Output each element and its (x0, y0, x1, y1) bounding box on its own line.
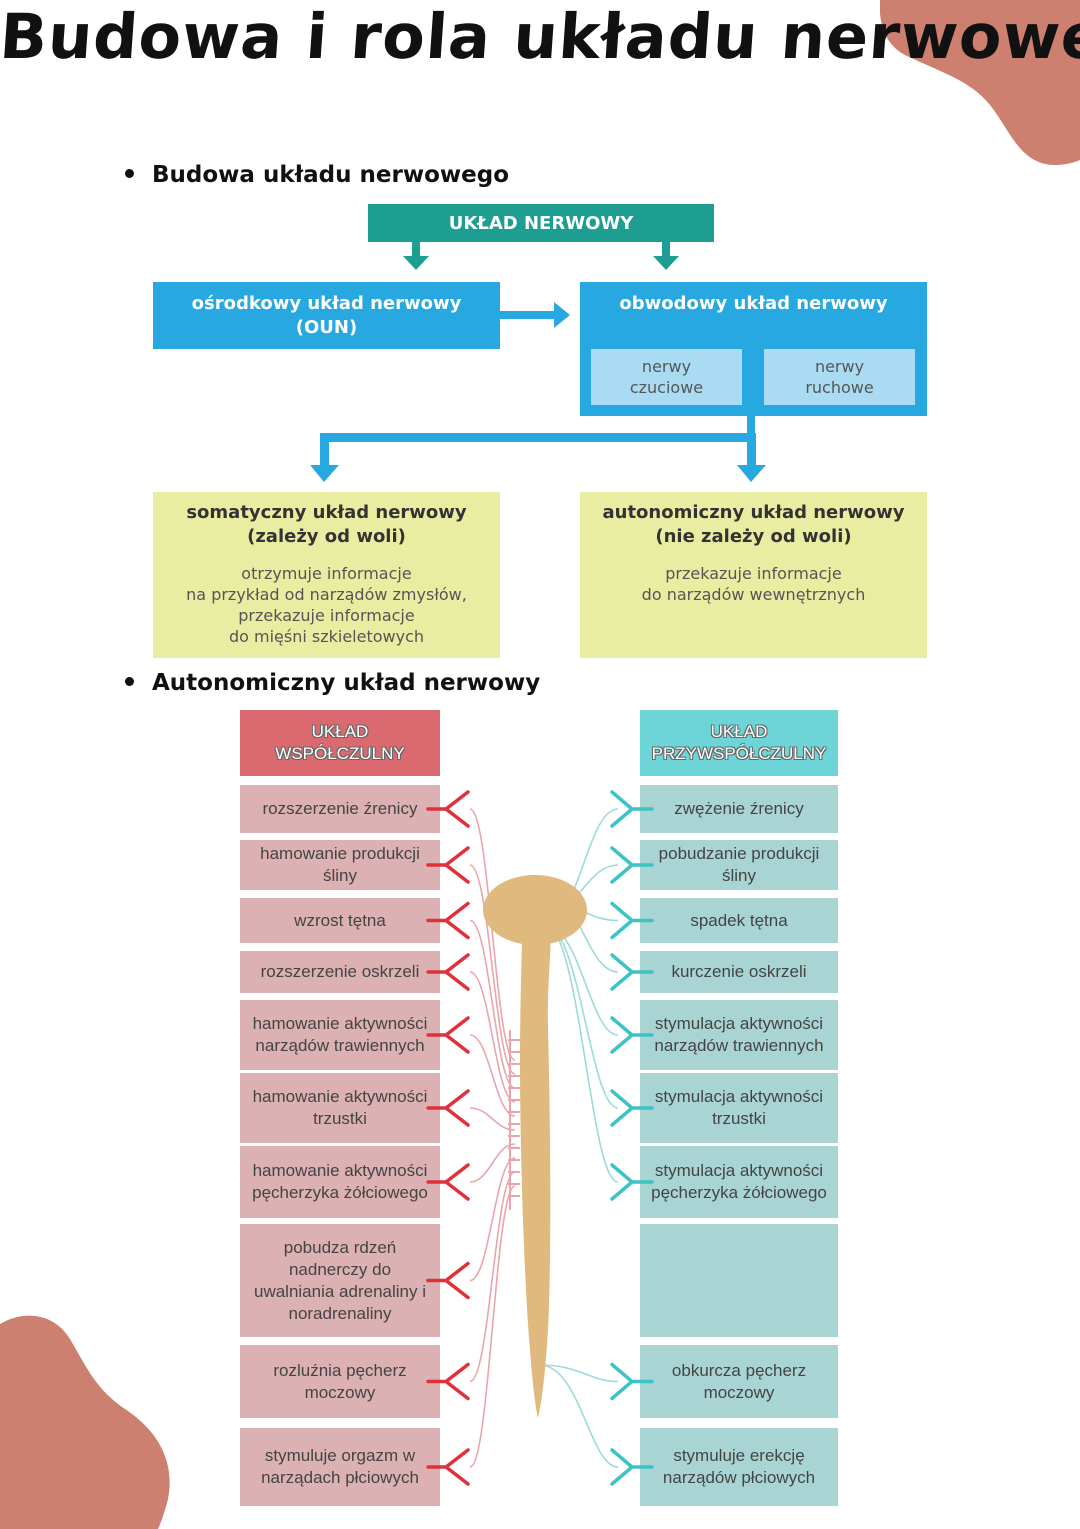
parasympathetic-nerve (544, 924, 619, 1183)
sympathetic-item: hamowanie aktywności narządów trawiennyc… (240, 1000, 440, 1070)
nervous-system-root-box: UKŁAD NERWOWY (368, 204, 714, 242)
parasympathetic-ending-icon (610, 901, 654, 940)
parasympathetic-ending-icon (610, 1016, 654, 1054)
sympathetic-ending-icon (426, 953, 470, 991)
parasympathetic-item: stymulacja aktywności pęcherzyka żółciow… (640, 1146, 838, 1218)
parasympathetic-ending-icon (610, 953, 654, 991)
sympathetic-nerve (469, 1185, 516, 1468)
sympathetic-item: rozszerzenie oskrzeli (240, 951, 440, 993)
sympathetic-item: hamowanie aktywności pęcherzyka żółciowe… (240, 1146, 440, 1218)
bullet-icon (125, 677, 134, 686)
sympathetic-nerve (469, 808, 516, 1061)
parasympathetic-nerve (539, 1364, 619, 1383)
sympathetic-item: rozszerzenie źrenicy (240, 785, 440, 833)
sympathetic-item: rozluźnia pęcherz moczowy (240, 1345, 440, 1418)
sympathetic-item: hamowanie aktywności trzustki (240, 1073, 440, 1143)
motor-label: nerwy ruchowe (805, 357, 874, 397)
sympathetic-nerve (469, 1171, 516, 1383)
parasympathetic-ending-icon (610, 1163, 654, 1201)
autonomic-description: przekazuje informacje do narządów wewnęt… (641, 564, 866, 604)
motor-nerves-box: nerwy ruchowe (764, 349, 915, 405)
sympathetic-nerve (469, 971, 516, 1103)
sympathetic-ending-icon (426, 1362, 470, 1401)
autonomic-title: autonomiczny układ nerwowy (nie zależy o… (602, 502, 905, 547)
section-heading-structure: Budowa układu nerwowego (125, 162, 509, 188)
sympathetic-item: wzrost tętna (240, 898, 440, 943)
sympathetic-ending-icon (426, 1089, 470, 1127)
sympathetic-nerve (469, 919, 516, 1089)
parasympathetic-nerve (544, 924, 619, 1109)
parasympathetic-item: stymuluje erekcję narządów płciowych (640, 1428, 838, 1506)
parasympathetic-item: stymulacja aktywności narządów trawienny… (640, 1000, 838, 1070)
sympathetic-ending-icon (426, 901, 470, 940)
parasympathetic-ending-icon (610, 790, 654, 828)
sympathetic-item: pobudza rdzeń nadnerczy do uwalniania ad… (240, 1224, 440, 1337)
sympathetic-nerve (469, 1157, 516, 1282)
sympathetic-ending-icon (426, 1163, 470, 1201)
sympathetic-item: hamowanie produkcji śliny (240, 840, 440, 890)
parasympathetic-item: kurczenie oskrzeli (640, 951, 838, 993)
parasympathetic-nerve (539, 1364, 619, 1468)
central-label: ośrodkowy układ nerwowy (OUN) (191, 292, 462, 338)
sympathetic-ending-icon (426, 790, 470, 828)
parasympathetic-empty-item (640, 1224, 838, 1337)
parasympathetic-header: UKŁAD PRZYWSPÓŁCZULNY (640, 710, 838, 776)
peripheral-label: obwodowy układ nerwowy (619, 293, 888, 314)
parasympathetic-item: spadek tętna (640, 898, 838, 943)
sensory-label: nerwy czuciowe (629, 357, 704, 397)
spinal-cord-shape (520, 930, 551, 1418)
parasympathetic-item: stymulacja aktywności trzustki (640, 1073, 838, 1143)
sensory-nerves-box: nerwy czuciowe (591, 349, 742, 405)
parasympathetic-ending-icon (610, 1362, 654, 1401)
parasympathetic-ending-icon (610, 1448, 654, 1486)
section-heading-autonomic: Autonomiczny układ nerwowy (125, 670, 540, 696)
bullet-icon (125, 169, 134, 178)
section-heading-text: Autonomiczny układ nerwowy (152, 670, 541, 696)
parasympathetic-ending-icon (610, 846, 654, 884)
somatic-description: otrzymuje informacje na przykład od narz… (186, 564, 467, 646)
section-heading-text: Budowa układu nerwowego (152, 162, 509, 188)
autonomic-system-box: autonomiczny układ nerwowy (nie zależy o… (580, 492, 927, 658)
structure-connectors (310, 240, 766, 482)
somatic-system-box: somatyczny układ nerwowy (zależy od woli… (153, 492, 500, 658)
sympathetic-item: stymuluje orgazm w narządach płciowych (240, 1428, 440, 1506)
parasympathetic-ending-icon (610, 1089, 654, 1127)
central-nervous-system-box: ośrodkowy układ nerwowy (OUN) (153, 282, 500, 349)
parasympathetic-item: obkurcza pęcherz moczowy (640, 1345, 838, 1418)
sympathetic-ending-icon (426, 1016, 470, 1054)
parasympathetic-item: zwężenie źrenicy (640, 785, 838, 833)
decorative-blob-top-right (880, 0, 1080, 165)
root-label: UKŁAD NERWOWY (448, 212, 634, 234)
decorative-blob-bottom-left (0, 1315, 170, 1529)
brain-shape (483, 875, 587, 945)
sympathetic-ending-icon (426, 846, 470, 884)
parasympathetic-item: pobudzanie produkcji śliny (640, 840, 838, 890)
sympathetic-nerve (469, 864, 516, 1075)
somatic-title: somatyczny układ nerwowy (zależy od woli… (186, 502, 467, 547)
sympathetic-ending-icon (426, 1448, 470, 1486)
sympathetic-ending-icon (426, 1261, 470, 1300)
sympathetic-header: UKŁAD WSPÓŁCZULNY (240, 710, 440, 776)
